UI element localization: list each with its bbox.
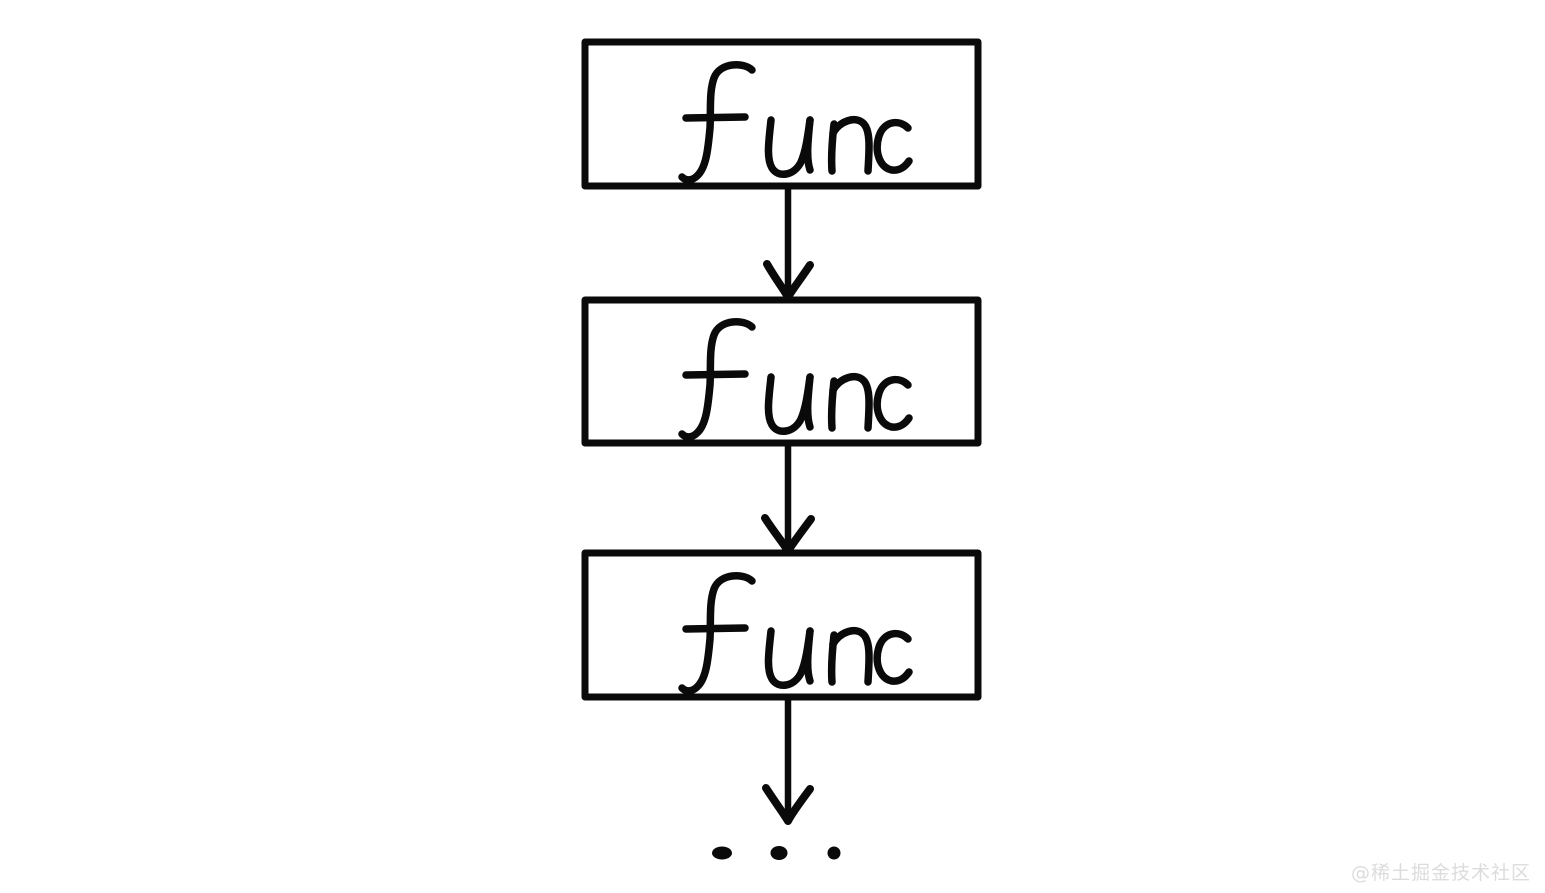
node-3-label-glyphs xyxy=(678,572,913,695)
ellipsis-dot-3 xyxy=(827,846,841,860)
flow-edge-3 xyxy=(762,693,814,825)
flow-node-2[interactable]: func xyxy=(581,296,982,447)
flow-edge-2 xyxy=(761,439,815,555)
ellipsis-dot-2 xyxy=(770,846,788,860)
ellipsis-indicator xyxy=(712,846,841,860)
flow-node-1[interactable]: func xyxy=(581,38,982,190)
flow-edge-1 xyxy=(763,182,814,301)
ellipsis-dot-1 xyxy=(712,846,732,860)
node-2-label-glyphs xyxy=(678,318,913,441)
watermark: @稀土掘金技术社区 xyxy=(1350,862,1531,884)
flow-node-3[interactable]: func xyxy=(581,549,982,701)
edge-3-arrowhead-icon xyxy=(762,784,814,825)
node-1-label-glyphs xyxy=(678,61,913,184)
node-1-box xyxy=(581,38,982,190)
